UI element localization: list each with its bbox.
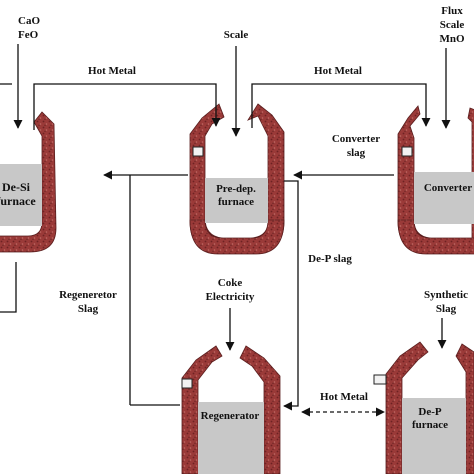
de-p-slag-bath [402,398,466,474]
pre-dep-slag-bath [205,178,268,223]
regenerator-furnace-wall-right [239,345,281,474]
regenerator-furnace-label: Regenerator [201,410,260,422]
hot-metal-label-bottom: Hot Metal [320,391,368,403]
regenerator-slag-label-2: Slag [78,303,99,315]
de-p-furnace-label-1: De-P [418,406,441,418]
mno-label: MnO [439,33,465,45]
scale-label: Scale [224,29,249,41]
de-p-furnace-wall-left [385,341,429,474]
hot-metal-line-left [33,83,221,130]
hot-metal-line-right [251,83,431,128]
regenerator-tap-hole [181,378,193,389]
converter-slag-label-2: slag [347,147,366,159]
converter-slag-label-1: Converter [332,133,380,145]
flux-scale-label: Scale [440,19,465,31]
de-p-furnace: De-P furnace [373,341,474,474]
pre-dep-tap-hole [192,146,204,157]
coke-label: Coke [218,277,243,289]
synthetic-slag-label-1: Synthetic [424,289,468,301]
regenerator-slag-bath [198,402,264,474]
de-si-furnace-label-1: De-Si [2,180,31,194]
de-p-slag-line [283,180,299,411]
pre-dep-furnace-label-1: Pre-dep. [216,183,256,195]
cao-label: CaO [18,15,40,27]
de-p-tap-hole [373,374,387,385]
hot-metal-line-left-upstream [0,83,12,85]
hot-metal-label-left: Hot Metal [88,65,136,77]
pre-dep-furnace: Pre-dep. furnace [189,103,285,255]
slag-flows: Converter slag Regeneretor Slag De-P sla… [0,133,394,411]
pre-dep-furnace-label-2: furnace [218,196,254,208]
de-si-furnace: De-Si furnace [0,111,57,253]
flux-label: Flux [441,5,463,17]
de-p-furnace-label-2: furnace [412,419,448,431]
regenerator-inputs: Coke Electricity Synthetic Slag [206,277,468,351]
top-inputs: CaO FeO Scale Flux Scale MnO [13,5,465,137]
de-p-slag-label: De-P slag [308,253,352,265]
de-si-slag-bath [0,164,42,226]
hot-metal-transfers-top: Hot Metal Hot Metal [0,65,431,130]
feo-label: FeO [18,29,39,41]
synthetic-slag-label-2: Slag [436,303,457,315]
hot-metal-transfer-bottom: Hot Metal [301,391,385,417]
electricity-label: Electricity [206,291,255,303]
de-si-furnace-label-2: furnace [0,194,36,208]
converter-furnace: Converter [397,105,474,255]
pre-dep-furnace-wall-bottom [189,219,285,255]
de-p-furnace-wall-right [455,343,474,474]
hot-metal-label-right: Hot Metal [314,65,362,77]
converter-tap-hole [401,146,413,157]
converter-slag-bath [414,172,474,224]
regenerator-slag-label-1: Regeneretor [59,289,117,301]
converter-furnace-wall-bottom [397,219,474,255]
de-si-outlet-line [0,262,17,313]
regenerator-furnace: Regenerator [181,345,281,474]
converter-furnace-label: Converter [424,182,472,194]
